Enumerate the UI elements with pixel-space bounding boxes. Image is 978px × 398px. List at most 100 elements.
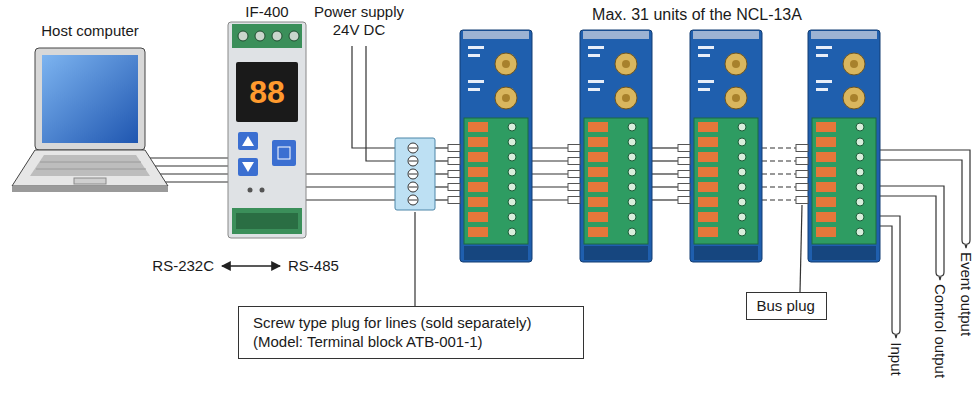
signal-wire xyxy=(435,199,448,200)
interface-converter xyxy=(232,208,302,234)
signal-wire xyxy=(532,199,568,200)
terminal-block xyxy=(409,174,417,175)
device-label: Host computer xyxy=(41,22,139,40)
terminal-block xyxy=(409,200,417,201)
laptop-computer xyxy=(40,162,141,163)
signal-wire xyxy=(306,199,395,200)
signal-wire xyxy=(165,181,228,182)
interface-converter xyxy=(278,147,290,159)
laptop-computer xyxy=(35,48,145,150)
signal-label: Event output xyxy=(957,252,975,336)
signal-wire xyxy=(652,147,678,148)
terminal-block xyxy=(395,138,435,210)
device-label: IF-400 xyxy=(245,3,288,21)
interface-label: RS-485 xyxy=(288,257,339,275)
signal-wire xyxy=(652,160,678,161)
terminal-block xyxy=(408,156,418,166)
bus-plug xyxy=(678,145,690,204)
interface-converter xyxy=(289,31,299,41)
signal-wire xyxy=(435,147,448,148)
interface-converter xyxy=(238,158,258,176)
callout-box: Bus plug xyxy=(746,292,827,320)
interface-converter xyxy=(272,31,282,41)
interface-converter xyxy=(242,162,254,172)
power-label: Power supply 24V DC xyxy=(307,3,411,39)
controller-module xyxy=(460,30,880,262)
signal-wire xyxy=(366,46,395,161)
interface-converter xyxy=(255,31,265,41)
signal-wire xyxy=(160,173,228,174)
bus-plug xyxy=(568,145,580,204)
controller-module xyxy=(808,30,880,262)
interface-converter xyxy=(248,188,253,193)
signal-wire xyxy=(150,157,228,158)
signal-wire xyxy=(652,186,678,187)
signal-wire xyxy=(880,216,900,330)
terminal-block xyxy=(409,187,417,188)
callout-box: Screw type plug for lines (sold separate… xyxy=(238,306,584,359)
direction-arrow xyxy=(222,265,280,266)
terminal-block xyxy=(395,138,435,210)
signal-label: Control output xyxy=(931,284,949,378)
interface-converter xyxy=(272,140,296,166)
signal-wire xyxy=(532,186,568,187)
signal-wire xyxy=(892,330,900,338)
laptop-computer xyxy=(12,48,168,192)
terminal-block xyxy=(409,161,417,162)
laptop-computer xyxy=(12,150,168,186)
signal-wire xyxy=(306,186,395,187)
interface-converter xyxy=(228,22,306,238)
callout-text: Bus plug xyxy=(757,296,816,315)
signal-wire xyxy=(532,173,568,174)
leader-line xyxy=(414,212,415,306)
group-label: Max. 31 units of the NCL-13A xyxy=(592,5,802,24)
leader-line xyxy=(415,205,802,306)
interface-converter xyxy=(236,62,298,122)
laptop-computer xyxy=(36,169,146,170)
terminal-block xyxy=(408,195,418,205)
signal-wire xyxy=(762,199,796,200)
interface-converter xyxy=(238,31,248,41)
terminal-block xyxy=(408,169,418,179)
bus-plug xyxy=(796,145,808,204)
callout-text: Screw type plug for lines (sold separate… xyxy=(253,313,568,351)
signal-wire xyxy=(880,196,936,272)
interface-converter xyxy=(228,22,306,238)
signal-wire xyxy=(352,46,395,148)
interface-converter xyxy=(260,188,265,193)
display-digits: 88 xyxy=(249,74,285,110)
signal-wire xyxy=(532,160,568,161)
signal-wire xyxy=(762,160,796,161)
interface-converter xyxy=(242,136,254,146)
interface-label: RS-232C xyxy=(152,257,214,275)
signal-label: Input xyxy=(887,342,905,375)
signal-wire xyxy=(880,150,970,240)
signal-wire xyxy=(936,272,944,280)
leader-line xyxy=(800,205,802,292)
signal-wire xyxy=(435,160,448,161)
controller-module xyxy=(460,30,532,262)
signal-wire xyxy=(762,173,796,174)
bus-plug xyxy=(448,145,460,204)
signal-wire xyxy=(962,240,970,248)
terminal-block xyxy=(408,182,418,192)
interface-converter xyxy=(238,132,258,150)
bus-plug xyxy=(448,145,808,204)
controller-module xyxy=(690,30,762,262)
signal-wire xyxy=(880,186,944,272)
interface-converter xyxy=(232,24,302,48)
terminal-block xyxy=(409,148,417,149)
signal-wire xyxy=(880,226,892,330)
signal-wire xyxy=(435,173,448,174)
controller-module xyxy=(580,30,652,262)
signal-wire xyxy=(652,173,678,174)
signal-wire xyxy=(762,148,796,200)
signal-wire xyxy=(532,147,568,148)
terminal-block xyxy=(408,143,418,153)
interface-converter xyxy=(236,213,298,229)
signal-wire xyxy=(762,186,796,187)
laptop-computer xyxy=(12,186,168,192)
laptop-computer xyxy=(42,55,138,143)
signal-wire xyxy=(155,165,228,166)
signal-wire xyxy=(762,147,796,148)
